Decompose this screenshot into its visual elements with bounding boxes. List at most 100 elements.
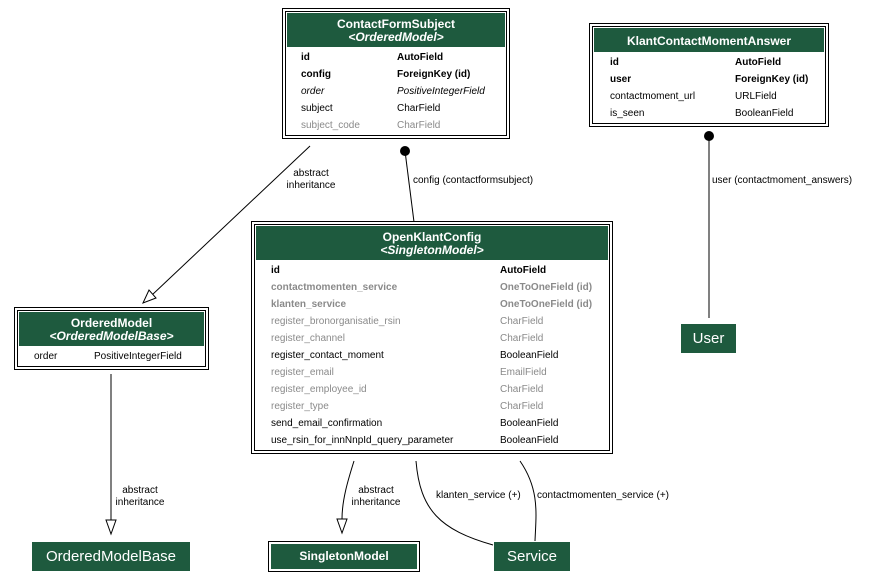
field-type: BooleanField xyxy=(500,435,559,446)
field-name: register_employee_id xyxy=(271,384,367,395)
field-type: BooleanField xyxy=(735,108,794,119)
field-name: order xyxy=(301,86,325,97)
field-row: contactmoment_url URLField xyxy=(594,88,824,105)
field-name: register_type xyxy=(271,401,329,412)
field-row: register_bronorganisatie_rsin CharField xyxy=(256,313,608,330)
model-header: OpenKlantConfig <SingletonModel> xyxy=(256,226,608,260)
model-stereotype: <SingletonModel> xyxy=(380,243,484,257)
edge-om-omb-arrowhead xyxy=(105,519,117,536)
field-row: register_type CharField xyxy=(256,398,608,415)
model-stereotype: <OrderedModel> xyxy=(348,30,444,44)
field-name: register_channel xyxy=(271,333,345,344)
node-orderedmodelbase[interactable]: OrderedModelBase xyxy=(32,542,190,571)
edge-klanten-service xyxy=(415,460,494,546)
field-row: user ForeignKey (id) xyxy=(594,71,824,88)
model-orderedmodel[interactable]: OrderedModel <OrderedModelBase> order Pos… xyxy=(17,310,206,367)
node-singletonmodel[interactable]: SingletonModel xyxy=(268,541,420,572)
field-type: PositiveIntegerField xyxy=(397,86,485,97)
field-row: register_contact_moment BooleanField xyxy=(256,347,608,364)
model-title: KlantContactMomentAnswer xyxy=(626,34,791,48)
field-row: is_seen BooleanField xyxy=(594,105,824,122)
edge-label-config: config (contactformsubject) xyxy=(413,175,534,186)
field-type: BooleanField xyxy=(500,418,559,429)
field-type: CharField xyxy=(397,103,441,114)
field-type: URLField xyxy=(735,91,777,102)
edge-label-user: user (contactmoment_answers) xyxy=(712,175,853,186)
edge-cfs-orderedmodel xyxy=(151,145,311,296)
field-name: id xyxy=(610,57,619,68)
model-header: ContactFormSubject <OrderedModel> xyxy=(287,13,505,47)
field-type: OneToOneField (id) xyxy=(500,299,593,310)
edge-label-klanten-service: klanten_service (+) xyxy=(436,490,521,501)
field-type: AutoField xyxy=(735,57,782,68)
edge-config xyxy=(404,150,415,223)
field-type: CharField xyxy=(500,333,544,344)
field-name: id xyxy=(271,265,280,276)
field-name: send_email_confirmation xyxy=(271,418,383,429)
field-type: ForeignKey (id) xyxy=(735,74,809,85)
field-row: register_email EmailField xyxy=(256,364,608,381)
node-user[interactable]: User xyxy=(681,324,736,353)
field-name: config xyxy=(301,69,331,80)
model-header: OrderedModel <OrderedModelBase> xyxy=(19,312,204,346)
model-title: OrderedModel xyxy=(70,316,153,330)
model-openklantconfig[interactable]: OpenKlantConfig <SingletonModel> id AutoF… xyxy=(254,224,610,451)
edge-okc-singleton xyxy=(341,460,355,520)
model-fields: id AutoField config ForeignKey (id) order Pos… xyxy=(287,47,505,134)
field-row: send_email_confirmation BooleanField xyxy=(256,415,608,432)
field-row: id AutoField xyxy=(256,262,608,279)
field-row: register_employee_id CharField xyxy=(256,381,608,398)
model-fields: id AutoField user ForeignKey (id) contactmom… xyxy=(594,52,824,122)
field-row: subject_code CharField xyxy=(287,117,505,134)
model-fields: order PositiveIntegerField xyxy=(19,346,204,365)
edge-label-cfs-orderedmodel: abstract inheritance xyxy=(286,168,336,191)
field-type: AutoField xyxy=(500,265,547,276)
edge-label-contactmomenten-service: contactmomenten_service (+) xyxy=(537,490,670,501)
edge-label-om-omb: abstract inheritance xyxy=(115,485,165,508)
edge-label-okc-singleton: abstract inheritance xyxy=(351,485,401,508)
field-type: CharField xyxy=(500,316,544,327)
model-title: OpenKlantConfig xyxy=(382,230,482,244)
field-name: user xyxy=(610,74,632,85)
field-row: id AutoField xyxy=(594,54,824,71)
field-name: register_bronorganisatie_rsin xyxy=(271,316,401,327)
field-type: OneToOneField (id) xyxy=(500,282,593,293)
field-name: register_contact_moment xyxy=(271,350,384,361)
node-service[interactable]: Service xyxy=(494,542,570,571)
field-name: use_rsin_for_innNnpId_query_parameter xyxy=(271,435,454,446)
field-type: AutoField xyxy=(397,52,444,63)
field-row: register_channel CharField xyxy=(256,330,608,347)
field-row: use_rsin_for_innNnpId_query_parameter Boo… xyxy=(256,432,608,449)
edge-cfs-orderedmodel-arrowhead xyxy=(142,289,157,304)
field-row: contactmomenten_service OneToOneField (id… xyxy=(256,279,608,296)
field-name: order xyxy=(34,351,58,362)
field-type: CharField xyxy=(500,401,544,412)
field-name: contactmomenten_service xyxy=(271,282,398,293)
field-row: subject CharField xyxy=(287,100,505,117)
field-name: id xyxy=(301,52,310,63)
model-contactformsubject[interactable]: ContactFormSubject <OrderedModel> id Auto… xyxy=(285,11,507,136)
field-type: ForeignKey (id) xyxy=(397,69,471,80)
field-name: subject xyxy=(301,103,333,114)
field-name: is_seen xyxy=(610,108,645,119)
edge-contactmomenten-service xyxy=(519,460,537,542)
model-stereotype: <OrderedModelBase> xyxy=(49,329,174,343)
field-row: id AutoField xyxy=(287,49,505,66)
field-type: CharField xyxy=(397,120,441,131)
field-type: CharField xyxy=(500,384,544,395)
field-row: order PositiveIntegerField xyxy=(287,83,505,100)
field-row: order PositiveIntegerField xyxy=(19,348,204,365)
field-name: contactmoment_url xyxy=(610,91,696,102)
field-type: BooleanField xyxy=(500,350,559,361)
edge-okc-singleton-arrowhead xyxy=(336,518,348,535)
field-row: config ForeignKey (id) xyxy=(287,66,505,83)
model-title: ContactFormSubject xyxy=(336,17,455,31)
field-type: EmailField xyxy=(500,367,547,378)
field-type: PositiveIntegerField xyxy=(94,351,182,362)
model-klantcontactmomentanswer[interactable]: KlantContactMomentAnswer id AutoField user… xyxy=(592,26,826,124)
field-name: register_email xyxy=(271,367,334,378)
field-name: subject_code xyxy=(301,120,360,131)
